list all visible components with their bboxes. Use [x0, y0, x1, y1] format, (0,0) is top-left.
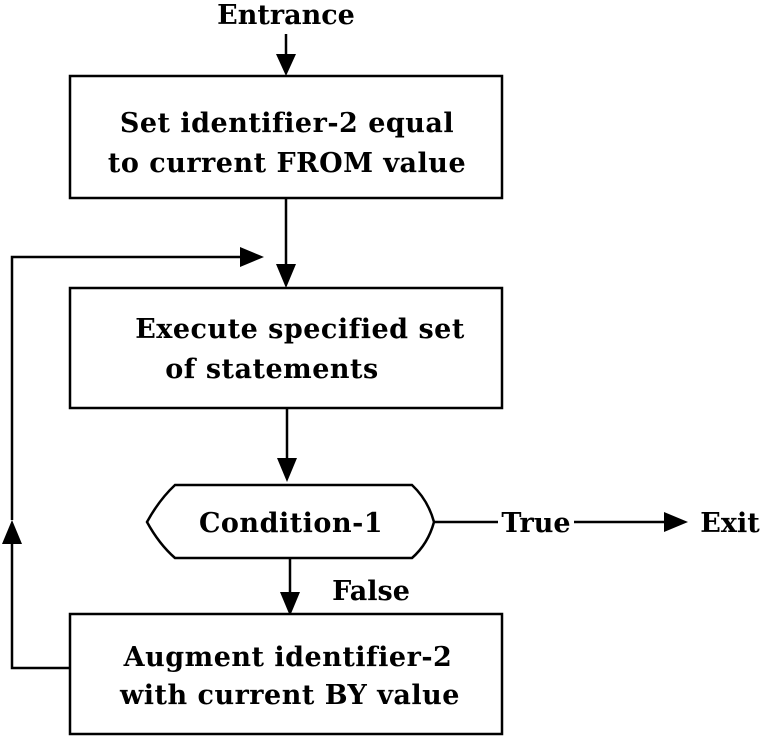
- execute-line-1: Execute specified set: [135, 314, 465, 345]
- set-identifier-box: Set identifier-2 equal to current FROM v…: [68, 74, 504, 200]
- entrance-label: Entrance: [217, 0, 355, 31]
- set-identifier-line-1: Set identifier-2 equal: [120, 108, 454, 139]
- augment-line-1: Augment identifier-2: [123, 642, 453, 673]
- false-label: False: [332, 576, 410, 607]
- augment-identifier-box: Augment identifier-2 with current BY val…: [68, 612, 504, 736]
- execute-statements-box: Execute specified set of statements: [68, 286, 504, 410]
- condition-decision: Condition-1: [145, 483, 436, 560]
- condition-label: Condition-1: [199, 508, 383, 539]
- true-label: True: [501, 508, 570, 539]
- exit-label: Exit: [700, 508, 760, 539]
- true-branch: True Exit: [434, 508, 760, 539]
- set-identifier-line-2: to current FROM value: [108, 148, 466, 179]
- false-branch: False: [280, 558, 410, 616]
- augment-line-2: with current BY value: [119, 680, 460, 711]
- execute-line-2: of statements: [165, 354, 378, 385]
- arrow-execute-to-condition: [277, 408, 297, 482]
- entrance-arrow: [276, 34, 296, 76]
- arrow-set-to-execute: [276, 198, 296, 288]
- loop-back-arrow: [2, 247, 264, 670]
